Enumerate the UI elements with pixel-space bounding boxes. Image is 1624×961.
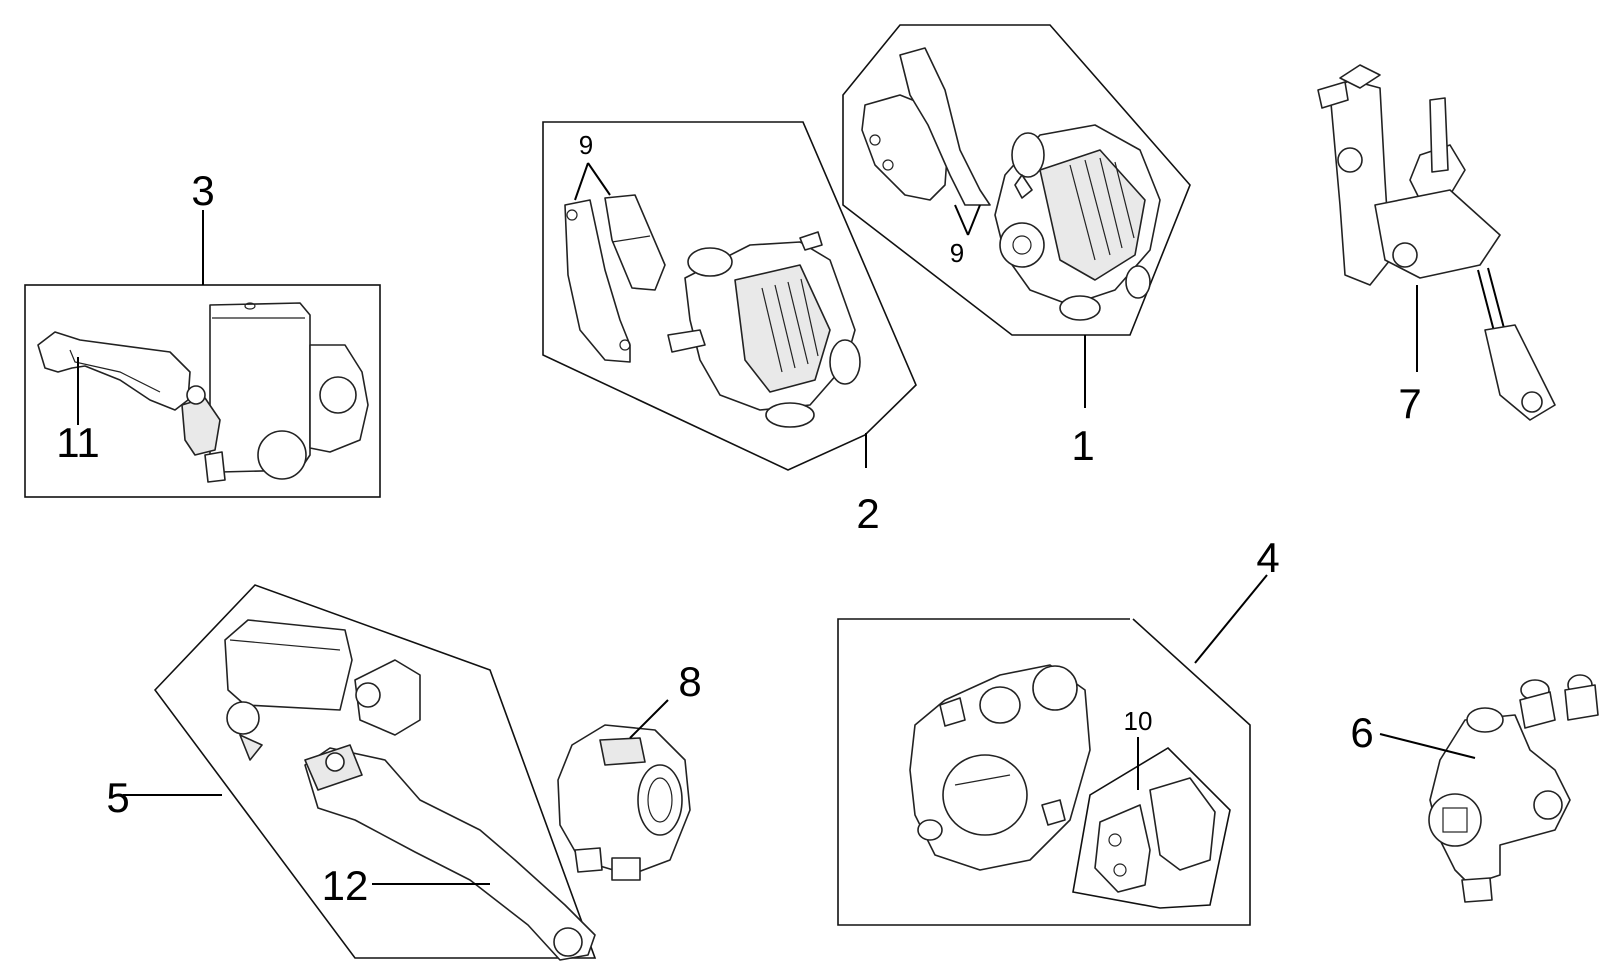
part-6-fitting [1379,674,1599,903]
reservoir-5 [224,619,353,711]
leader-9a-left [574,162,589,201]
part-8-switch [557,699,691,881]
callout-9a: 9 [579,130,593,160]
group-2-caliper [542,121,917,471]
brake-pad-9a [564,199,631,363]
group-5-frame [153,584,597,959]
group-1-caliper [842,24,1191,408]
leader-9a-right [587,162,611,196]
leader-6 [1379,733,1476,759]
callout-10: 10 [1124,706,1153,736]
callout-5: 5 [106,774,129,821]
brake-pad-10a [1094,804,1151,893]
callout-7: 7 [1398,380,1421,427]
callout-6: 6 [1350,709,1373,756]
group-4-frame [837,618,1251,926]
group-3-master-cylinder [24,210,381,498]
part-7-master-cylinder [1317,64,1556,421]
group-4-caliper [837,574,1268,926]
group-1-frame [842,24,1191,336]
callout-4: 4 [1256,534,1279,581]
brake-pad-10b [1149,777,1216,871]
leader-8 [629,699,669,739]
callout-1: 1 [1071,422,1094,469]
callout-8: 8 [678,658,701,705]
callout-3: 3 [191,167,214,214]
callout-2: 2 [856,490,879,537]
callout-9b: 9 [950,238,964,268]
callout-12: 12 [322,862,369,909]
lever-12 [304,747,596,961]
leader-4 [1194,574,1268,664]
group-5-master-cylinder [123,584,597,961]
callout-11: 11 [56,419,100,466]
pad-box-10 [1072,746,1231,909]
